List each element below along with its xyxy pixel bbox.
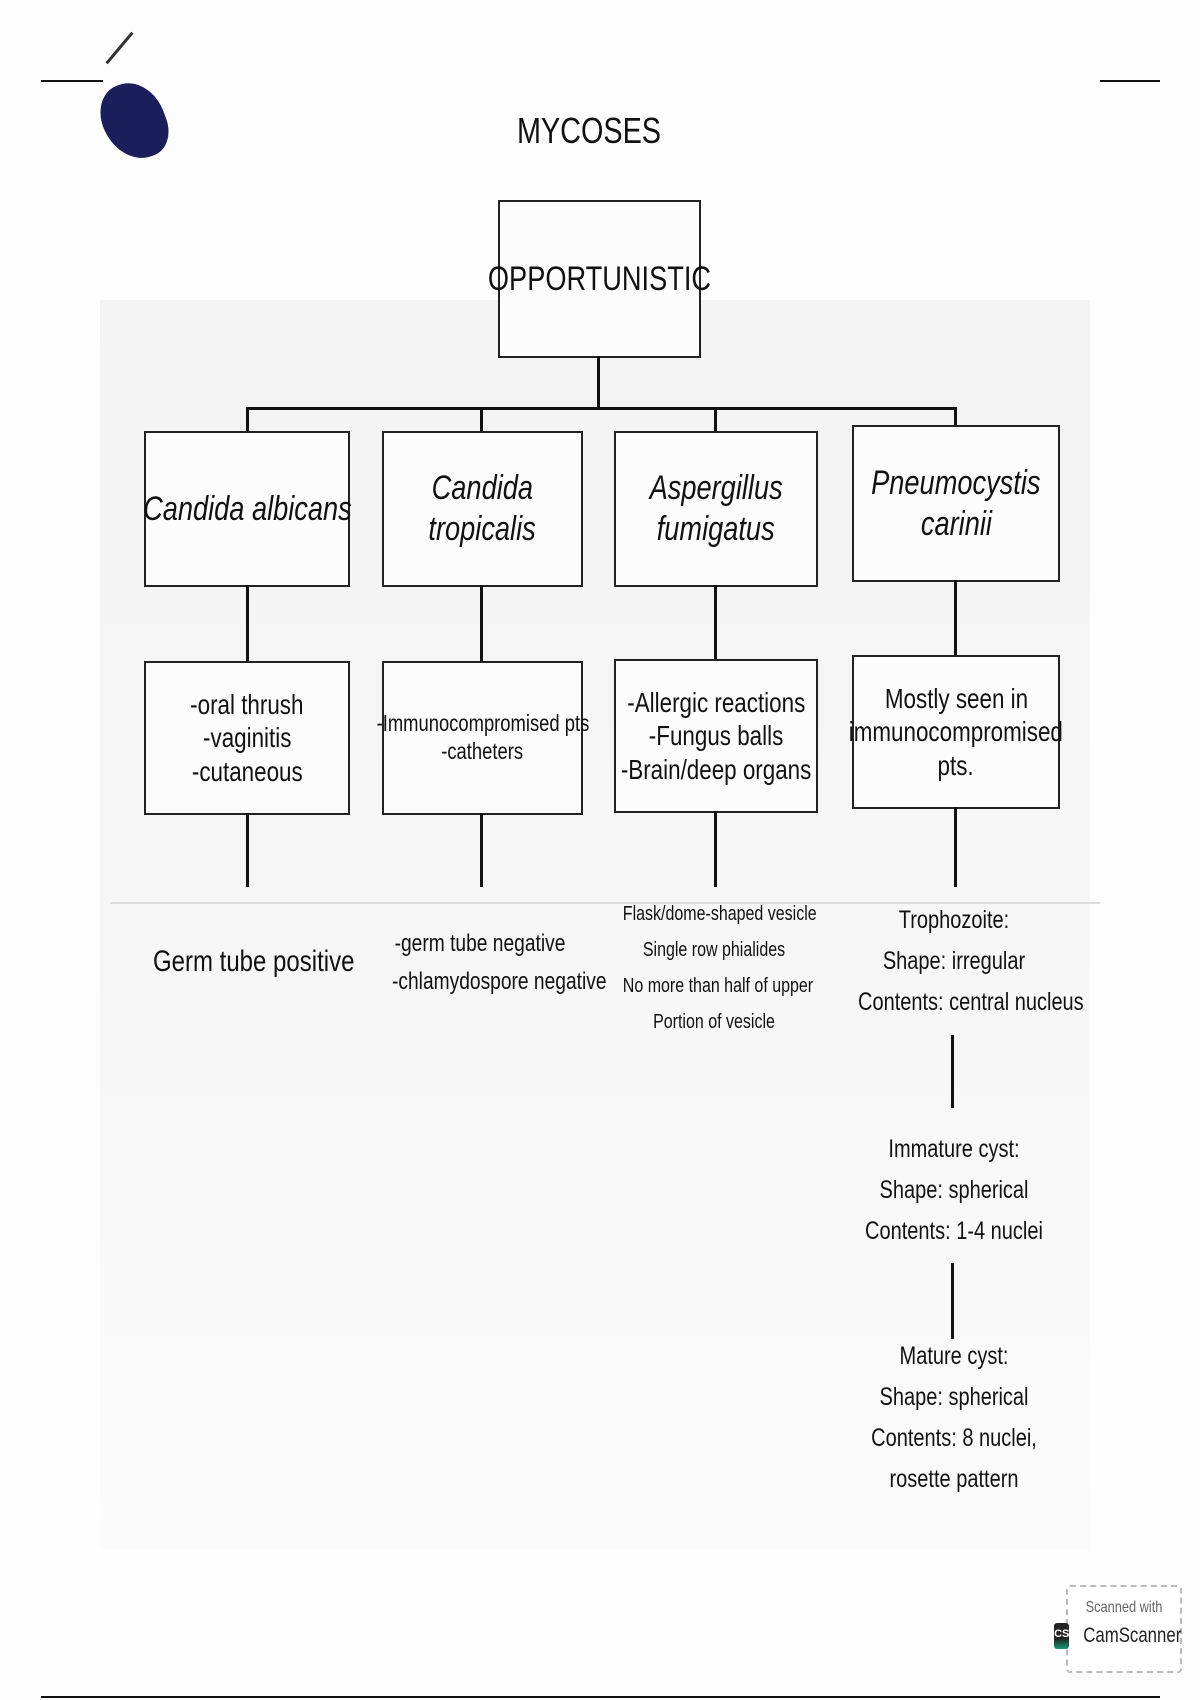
sites-box: -Allergic reactions-Fungus balls-Brain/d… bbox=[614, 659, 818, 813]
sites-box: -Immunocompromised pts-catheters bbox=[376, 661, 589, 815]
connector bbox=[954, 807, 957, 887]
sites-box: -oral thrush-vaginitis-cutaneous bbox=[144, 661, 350, 815]
watermark-brand: CamScanner bbox=[1083, 1624, 1182, 1647]
connector bbox=[714, 811, 717, 887]
connector bbox=[480, 585, 483, 661]
connector bbox=[951, 1035, 954, 1108]
connector bbox=[246, 585, 249, 661]
camscanner-watermark: Scanned with CS CamScanner bbox=[1054, 1585, 1182, 1673]
connector bbox=[246, 813, 249, 887]
connector bbox=[714, 407, 717, 432]
connector bbox=[246, 407, 249, 432]
corner-mark bbox=[1100, 80, 1160, 82]
organism-box-candida-albicans: Candida albicans bbox=[143, 431, 351, 587]
root-box: OPPORTUNISTIC bbox=[488, 200, 711, 358]
faint-rule bbox=[110, 902, 1100, 904]
connector bbox=[597, 356, 600, 410]
connector bbox=[480, 813, 483, 887]
camscanner-logo-icon: CS bbox=[1054, 1623, 1070, 1649]
watermark-text: Scanned with bbox=[1085, 1599, 1163, 1616]
features-candida-tropicalis: -germ tube negative-chlamydospore negati… bbox=[392, 930, 607, 995]
page-title: MYCOSES bbox=[516, 110, 662, 151]
connector bbox=[480, 407, 483, 432]
connector bbox=[954, 407, 957, 427]
connector bbox=[954, 580, 957, 655]
pen-mark bbox=[105, 31, 134, 65]
corner-mark bbox=[41, 80, 103, 82]
connector bbox=[951, 1263, 954, 1339]
bottom-rule bbox=[41, 1696, 1160, 1698]
features-candida-albicans: Germ tube positive bbox=[153, 945, 355, 978]
ink-blot bbox=[91, 73, 177, 169]
connector bbox=[246, 407, 956, 410]
connector bbox=[714, 585, 717, 659]
